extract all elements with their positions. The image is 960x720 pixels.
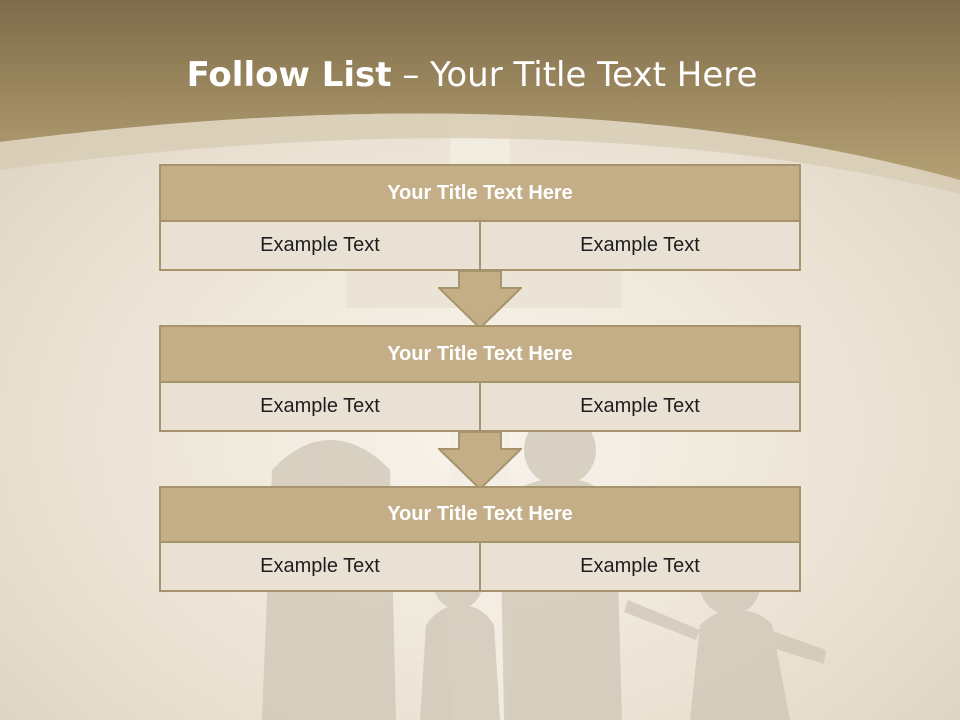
header-band [0,0,960,180]
block-title[interactable]: Your Title Text Here [159,164,801,222]
down-arrow-icon [438,431,522,491]
slide-title-bold: Follow List [186,55,392,95]
block-title[interactable]: Your Title Text Here [159,325,801,383]
follow-block-2: Your Title Text Here Example Text Exampl… [159,325,801,433]
block-cell-right[interactable]: Example Text [479,220,801,271]
follow-block-1: Your Title Text Here Example Text Exampl… [159,164,801,272]
block-cell-left[interactable]: Example Text [159,381,481,432]
block-cell-right[interactable]: Example Text [479,381,801,432]
down-arrow-icon [438,270,522,330]
header-arc [0,113,960,194]
block-cell-right[interactable]: Example Text [479,541,801,592]
block-cell-left[interactable]: Example Text [159,220,481,271]
block-title[interactable]: Your Title Text Here [159,486,801,543]
block-cell-left[interactable]: Example Text [159,541,481,592]
follow-block-3: Your Title Text Here Example Text Exampl… [159,486,801,592]
slide-title-rest: – Your Title Text Here [391,55,758,95]
slide-title: Follow List – Your Title Text Here [0,52,944,98]
